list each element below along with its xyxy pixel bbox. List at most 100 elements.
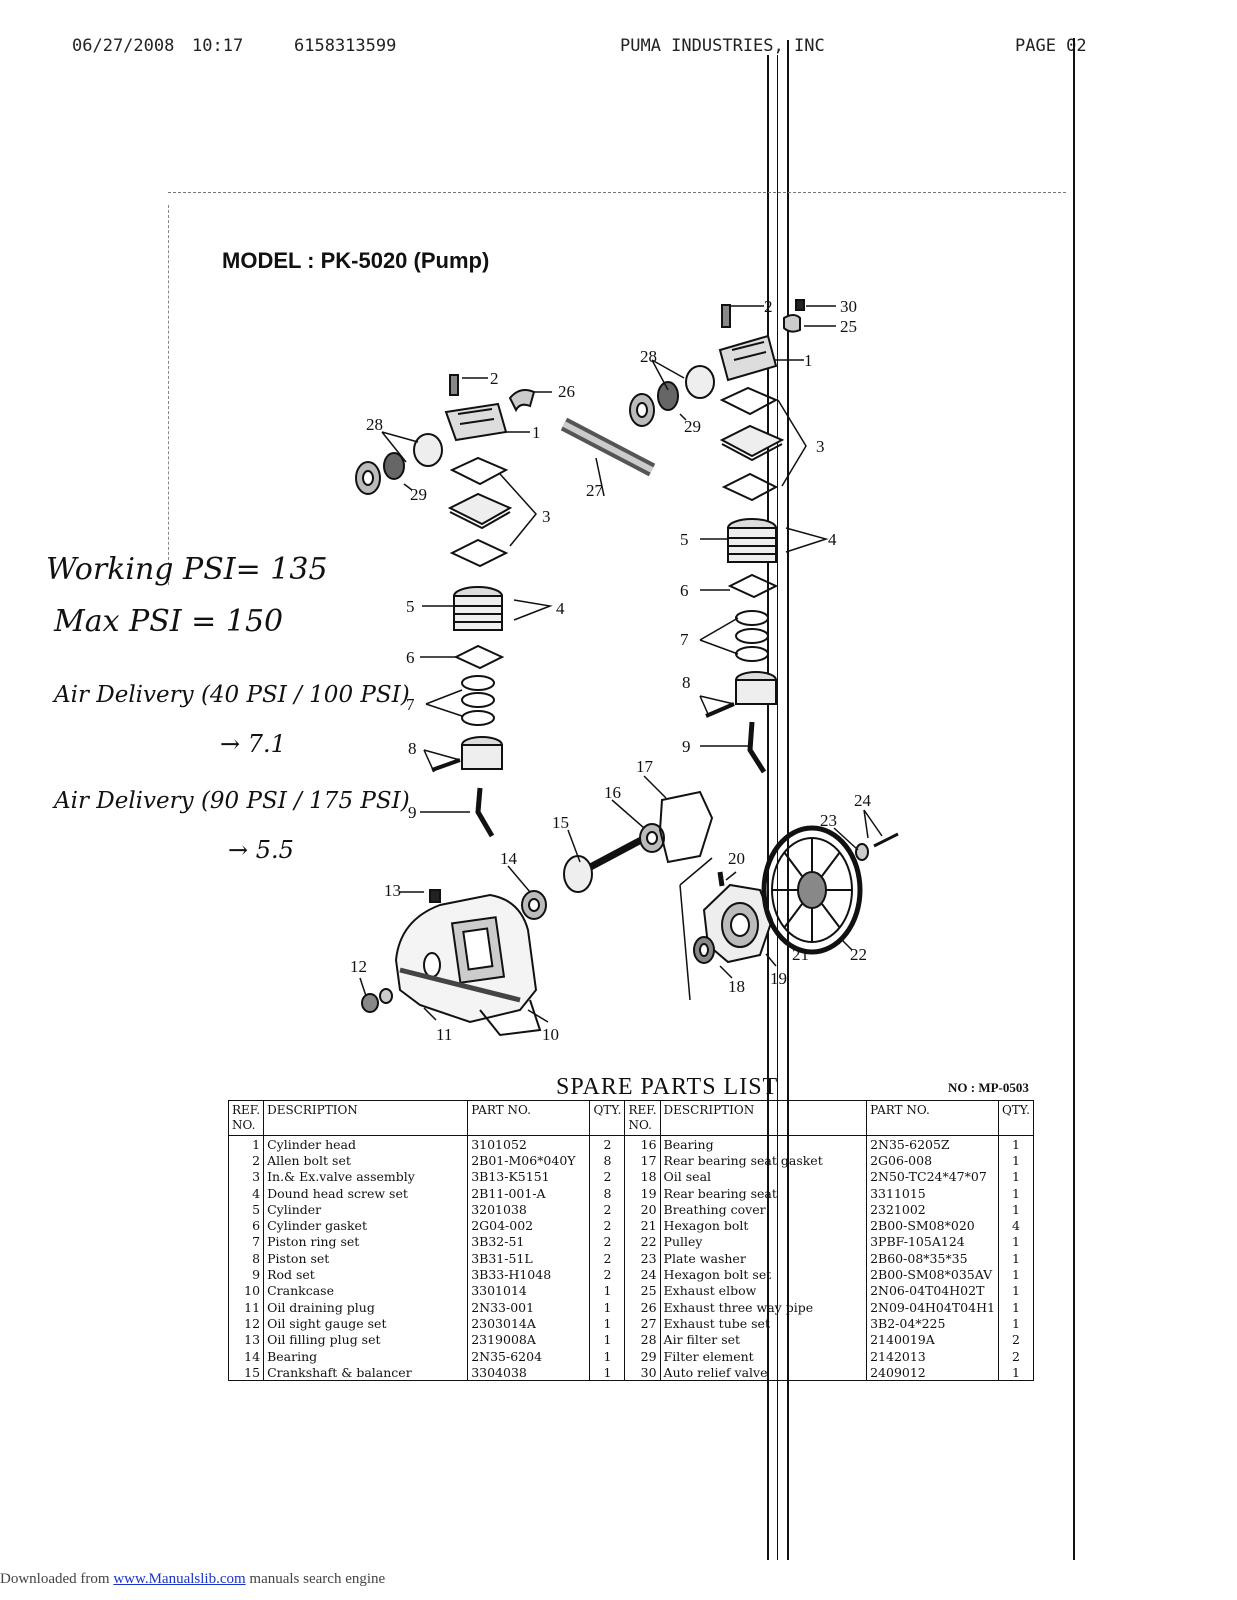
- header-ref: REF. NO.: [227, 1100, 265, 1136]
- header-qty: QTY.: [997, 1100, 1035, 1136]
- part-description: Hexagon bolt: [659, 1217, 868, 1234]
- ref-no: 30: [624, 1364, 661, 1382]
- part-number: 2409012: [866, 1364, 999, 1382]
- part-qty: 1: [589, 1282, 626, 1299]
- ref-no: 5: [227, 1201, 265, 1218]
- ref-no: 11: [227, 1298, 265, 1316]
- part-qty: 1: [997, 1250, 1035, 1267]
- callout-2: 2: [490, 369, 499, 388]
- ref-no: 29: [624, 1347, 661, 1365]
- scan-line: [777, 55, 778, 1560]
- crankcase: [394, 889, 542, 1037]
- part-description: Allen bolt set: [263, 1152, 469, 1169]
- ref-no: 16: [624, 1135, 661, 1153]
- part-description: Exhaust three way pipe: [659, 1298, 868, 1316]
- callout-5: 5: [406, 597, 415, 616]
- part-description: Breathing cover: [659, 1201, 868, 1218]
- callout-8: 8: [682, 673, 691, 692]
- callout-26: 26: [558, 382, 575, 401]
- model-title: MODEL : PK-5020 (Pump): [222, 248, 490, 273]
- callout-23: 23: [820, 811, 837, 830]
- callout-12: 12: [350, 957, 367, 976]
- ref-no: 4: [227, 1184, 265, 1202]
- callout-24: 24: [854, 791, 872, 810]
- part-number: 2G06-008: [866, 1152, 999, 1169]
- part-qty: 2: [589, 1266, 626, 1283]
- table-header-row: REF. NO. DESCRIPTION PART NO. QTY. REF. …: [227, 1100, 1035, 1136]
- part-number: 2B00-SM08*020: [866, 1217, 999, 1234]
- part-qty: 1: [997, 1168, 1035, 1185]
- part-description: Filter element: [659, 1347, 868, 1365]
- note-working-psi: Working PSI= 135: [46, 552, 328, 587]
- part-qty: 1: [589, 1315, 626, 1332]
- callout-7: 7: [680, 630, 689, 649]
- part-description: In.& Ex.valve assembly: [263, 1168, 469, 1185]
- plate-washer: [855, 843, 869, 861]
- part-number: 3301014: [467, 1282, 591, 1299]
- ref-no: 15: [227, 1364, 265, 1382]
- part-number: 2140019A: [866, 1331, 999, 1348]
- callout-9: 9: [408, 803, 417, 822]
- part-description: Cylinder gasket: [263, 1217, 469, 1234]
- header-description: DESCRIPTION: [263, 1100, 469, 1136]
- ref-no: 3: [227, 1168, 265, 1185]
- exhaust-elbow: [508, 389, 536, 413]
- part-description: Oil filling plug set: [263, 1331, 469, 1348]
- part-description: Crankcase: [263, 1282, 469, 1299]
- frame-border: [168, 205, 169, 585]
- fax-header: 06/27/2008 10:17 6158313599 PUMA INDUSTR…: [72, 36, 1112, 58]
- right-piston-rings: [735, 610, 769, 662]
- part-number: 2N35-6204: [467, 1347, 591, 1365]
- pulley: [761, 825, 863, 955]
- callout-9: 9: [682, 737, 691, 756]
- ref-no: 9: [227, 1266, 265, 1283]
- part-number: 2N33-001: [467, 1298, 591, 1316]
- callout-20: 20: [728, 849, 745, 868]
- callout-4: 4: [556, 599, 565, 618]
- ref-no: 10: [227, 1282, 265, 1299]
- callout-5: 5: [680, 530, 689, 549]
- callout-29: 29: [410, 485, 427, 504]
- part-description: Oil draining plug: [263, 1298, 469, 1316]
- callout-28: 28: [366, 415, 383, 434]
- callout-11: 11: [436, 1025, 452, 1044]
- part-qty: 2: [589, 1168, 626, 1185]
- spare-parts-title: SPARE PARTS LIST: [556, 1074, 779, 1100]
- ref-no: 8: [227, 1250, 265, 1267]
- part-qty: 1: [997, 1364, 1035, 1382]
- part-qty: 8: [589, 1184, 626, 1202]
- part-number: 2N09-04H04T04H1: [866, 1298, 999, 1316]
- callout-16: 16: [604, 783, 621, 802]
- company-name: PUMA INDUSTRIES, INC: [620, 36, 825, 56]
- callout-27: 27: [586, 481, 604, 500]
- header-qty: QTY.: [589, 1100, 626, 1136]
- left-piston-rings: [461, 675, 495, 726]
- part-qty: 2: [589, 1135, 626, 1153]
- fax-time: 10:17: [192, 36, 244, 56]
- part-qty: 1: [997, 1135, 1035, 1153]
- part-number: 3101052: [467, 1135, 591, 1153]
- callout-2: 2: [764, 297, 773, 316]
- callout-21: 21: [792, 945, 809, 964]
- part-number: 2B11-001-A: [467, 1184, 591, 1202]
- ref-no: 25: [624, 1282, 661, 1299]
- part-number: 2321002: [866, 1201, 999, 1218]
- crankshaft-balancer: [563, 855, 593, 893]
- manualslib-link[interactable]: www.Manualslib.com: [113, 1571, 246, 1587]
- rear-gasket: [658, 790, 714, 864]
- part-qty: 1: [589, 1347, 626, 1365]
- part-description: Exhaust tube set: [659, 1315, 868, 1332]
- spare-parts-table: REF. NO. DESCRIPTION PART NO. QTY. REF. …: [227, 1100, 1035, 1382]
- ref-no: 24: [624, 1266, 661, 1283]
- ref-no: 12: [227, 1315, 265, 1332]
- part-description: Rear bearing seat: [659, 1184, 868, 1202]
- download-footer: Downloaded from www.Manualslib.com manua…: [0, 1571, 385, 1588]
- ref-no: 14: [227, 1347, 265, 1365]
- part-number: 2303014A: [467, 1315, 591, 1332]
